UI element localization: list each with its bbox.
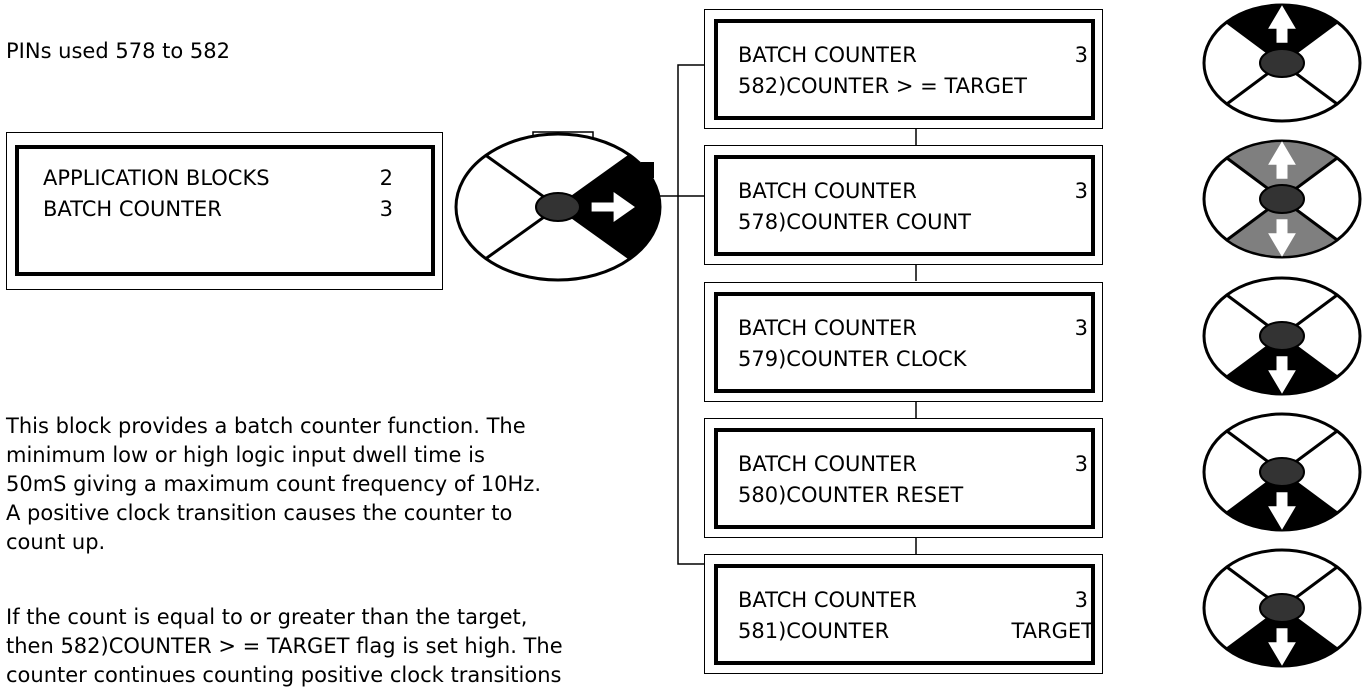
param-display[interactable]: BATCH COUNTER 3 580)COUNTER RESET [714, 428, 1095, 529]
down-arrow-icon [1268, 492, 1296, 530]
param-name: 578)COUNTER COUNT [738, 210, 972, 234]
pins-used-text: PINs used 578 to 582 [6, 39, 230, 63]
param-name: 579)COUNTER CLOCK [738, 347, 967, 371]
param-display[interactable]: BATCH COUNTER 3 578)COUNTER COUNT [714, 155, 1095, 256]
description-line: 50mS giving a maximum count frequency of… [6, 472, 542, 496]
right-arrow-icon [591, 192, 635, 222]
param-name: 582)COUNTER > = TARGET [738, 74, 1027, 98]
param-number: 3 [1074, 588, 1088, 612]
param-number: 3 [1074, 179, 1088, 203]
param-name-suffix: TARGET [1011, 619, 1094, 643]
param-display[interactable]: BATCH COUNTER 3 582)COUNTER > = TARGET [714, 19, 1095, 120]
description-paragraph-2: If the count is equal to or greater than… [6, 603, 563, 690]
description-line: then 582)COUNTER > = TARGET flag is set … [6, 634, 563, 658]
param-name: 580)COUNTER RESET [738, 483, 964, 507]
param-number: 3 [1074, 452, 1088, 476]
param-title: BATCH COUNTER [738, 588, 917, 612]
param-title: BATCH COUNTER [738, 43, 917, 67]
down-arrow-icon [1268, 219, 1296, 257]
menu-display: APPLICATION BLOCKS 2 BATCH COUNTER 3 [15, 145, 435, 276]
param-name: 581)COUNTER [738, 619, 890, 643]
keypad-center-button [1259, 593, 1305, 623]
menu-line1-label: APPLICATION BLOCKS [43, 166, 270, 190]
description-line: count up. [6, 530, 106, 554]
keypad-center-button [535, 192, 581, 222]
up-arrow-icon [1268, 5, 1296, 43]
menu-line2-number: 3 [379, 197, 393, 221]
param-number: 3 [1074, 316, 1088, 340]
description-paragraph: This block provides a batch counter func… [6, 412, 541, 557]
param-display[interactable]: BATCH COUNTER 3 581)COUNTER TARGET [714, 564, 1095, 665]
param-title: BATCH COUNTER [738, 179, 917, 203]
param-display[interactable]: BATCH COUNTER 3 579)COUNTER CLOCK [714, 292, 1095, 393]
description-line: minimum low or high logic input dwell ti… [6, 443, 485, 467]
keypad-center-button [1259, 48, 1305, 78]
description-line: A positive clock transition causes the c… [6, 501, 513, 525]
up-arrow-icon [1268, 141, 1296, 179]
keypad-center-button [1259, 321, 1305, 351]
param-title: BATCH COUNTER [738, 452, 917, 476]
down-arrow-icon [1268, 356, 1296, 394]
keypad-center-button [1259, 457, 1305, 487]
param-number: 3 [1074, 43, 1088, 67]
menu-line1-number: 2 [379, 166, 393, 190]
description-line: If the count is equal to or greater than… [6, 605, 528, 629]
down-arrow-icon [1268, 628, 1296, 666]
description-line: This block provides a batch counter func… [6, 414, 526, 438]
keypad-center-button [1259, 184, 1305, 214]
param-title: BATCH COUNTER [738, 316, 917, 340]
menu-line2-label: BATCH COUNTER [43, 197, 222, 221]
connector-bracket [677, 64, 704, 565]
